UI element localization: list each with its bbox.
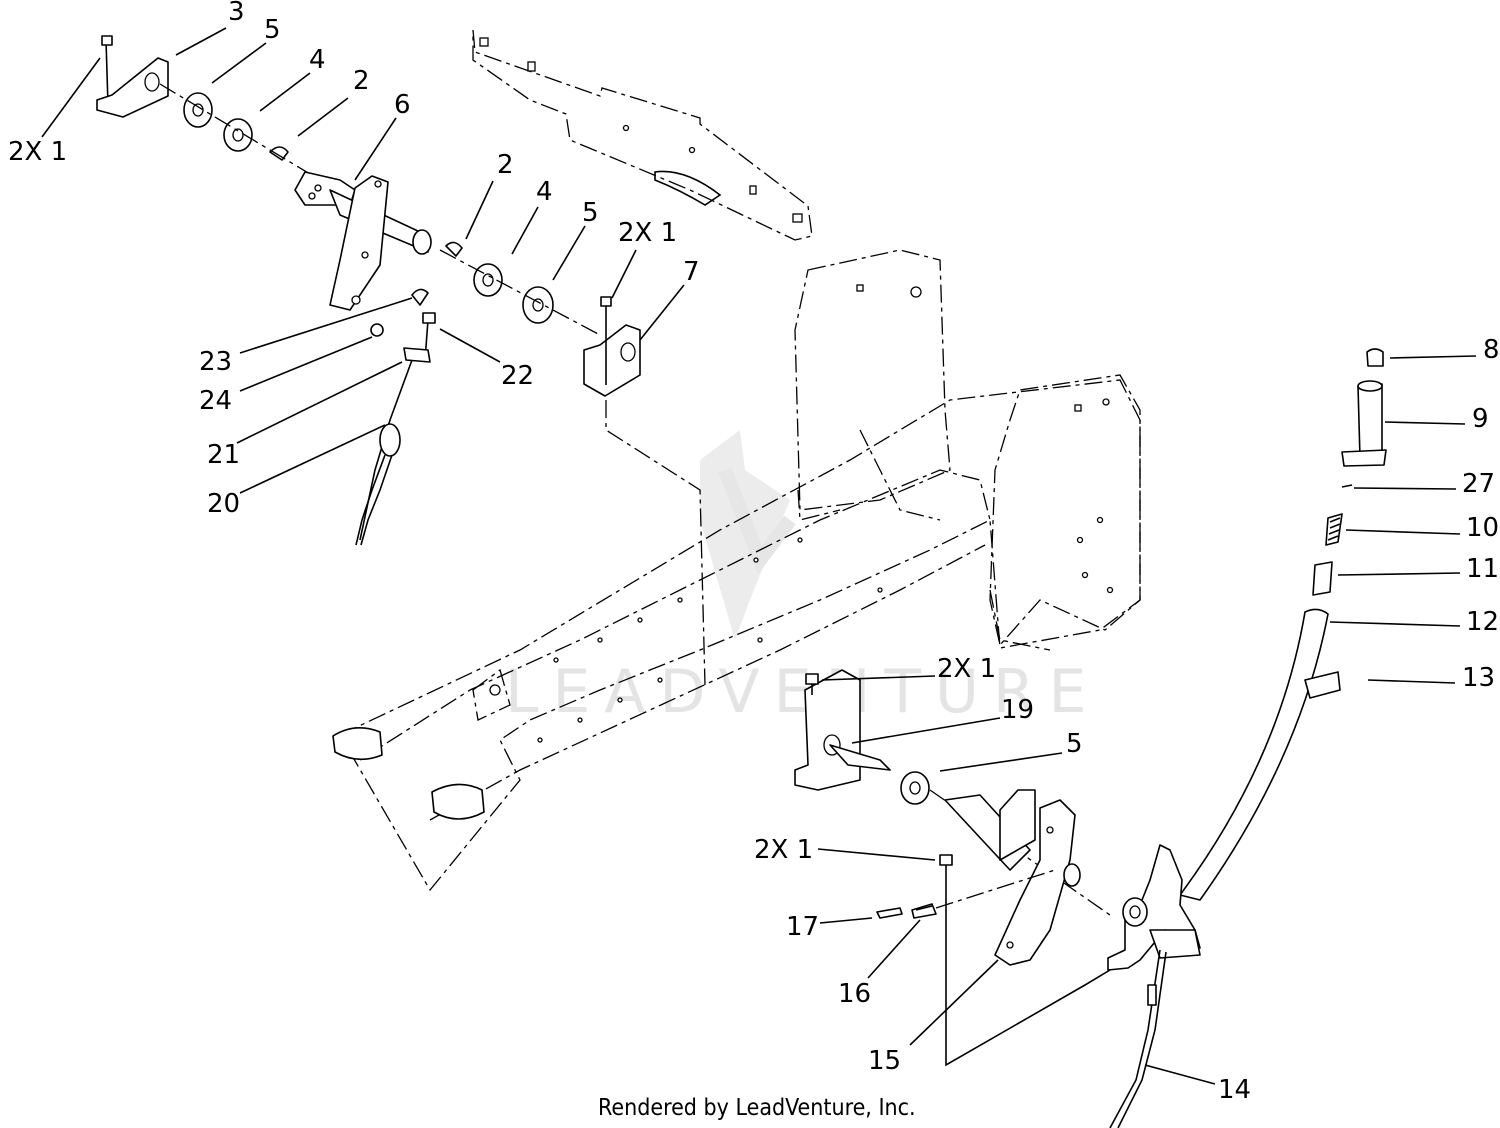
callout-27: 27: [1462, 469, 1495, 499]
callout-15: 15: [868, 1046, 901, 1076]
callout-22: 22: [501, 361, 534, 391]
callout-14: 14: [1218, 1075, 1251, 1105]
callout-16: 16: [838, 979, 871, 1009]
callout-4: 4: [536, 177, 553, 207]
callout-2x1: 2X 1: [754, 835, 813, 865]
callout-2: 2: [353, 66, 370, 96]
callout-11: 11: [1466, 554, 1499, 584]
frame-chassis: [332, 249, 1141, 892]
watermark-text: LEADVENTURE: [505, 657, 1101, 727]
callout-5: 5: [582, 198, 599, 228]
callout-23: 23: [199, 347, 232, 377]
callout-9: 9: [1472, 404, 1489, 434]
callout-2x1: 2X 1: [8, 137, 67, 167]
callout-20: 20: [207, 489, 240, 519]
callout-17: 17: [786, 912, 819, 942]
callout-10: 10: [1466, 513, 1499, 543]
callout-13: 13: [1462, 663, 1495, 693]
callout-2x1: 2X 1: [937, 654, 996, 684]
callout-2x1: 2X 1: [618, 218, 677, 248]
callout-5: 5: [264, 15, 281, 45]
rear-mount-plate: [472, 29, 813, 241]
footer-credit: Rendered by LeadVenture, Inc.: [598, 1095, 916, 1121]
callout-8: 8: [1483, 335, 1500, 365]
callout-4: 4: [309, 45, 326, 75]
callout-5: 5: [1066, 729, 1083, 759]
callout-21: 21: [207, 440, 240, 470]
watermark: LEADVENTURE: [505, 430, 1101, 727]
callout-3: 3: [228, 0, 245, 27]
shift-lever-assembly: [794, 348, 1387, 1128]
callout-labels: 3 5 4 2 6 2X 1 2 4 5 2X 1 7 23 22 24 21 …: [8, 0, 1500, 1105]
callout-12: 12: [1466, 607, 1499, 637]
callout-7: 7: [683, 257, 700, 287]
callout-6: 6: [394, 90, 411, 120]
callout-19: 19: [1001, 695, 1034, 725]
leader-lines: [41, 27, 1477, 1085]
callout-2: 2: [497, 150, 514, 180]
callout-24: 24: [199, 386, 232, 416]
upper-left-linkage: [96, 35, 706, 686]
